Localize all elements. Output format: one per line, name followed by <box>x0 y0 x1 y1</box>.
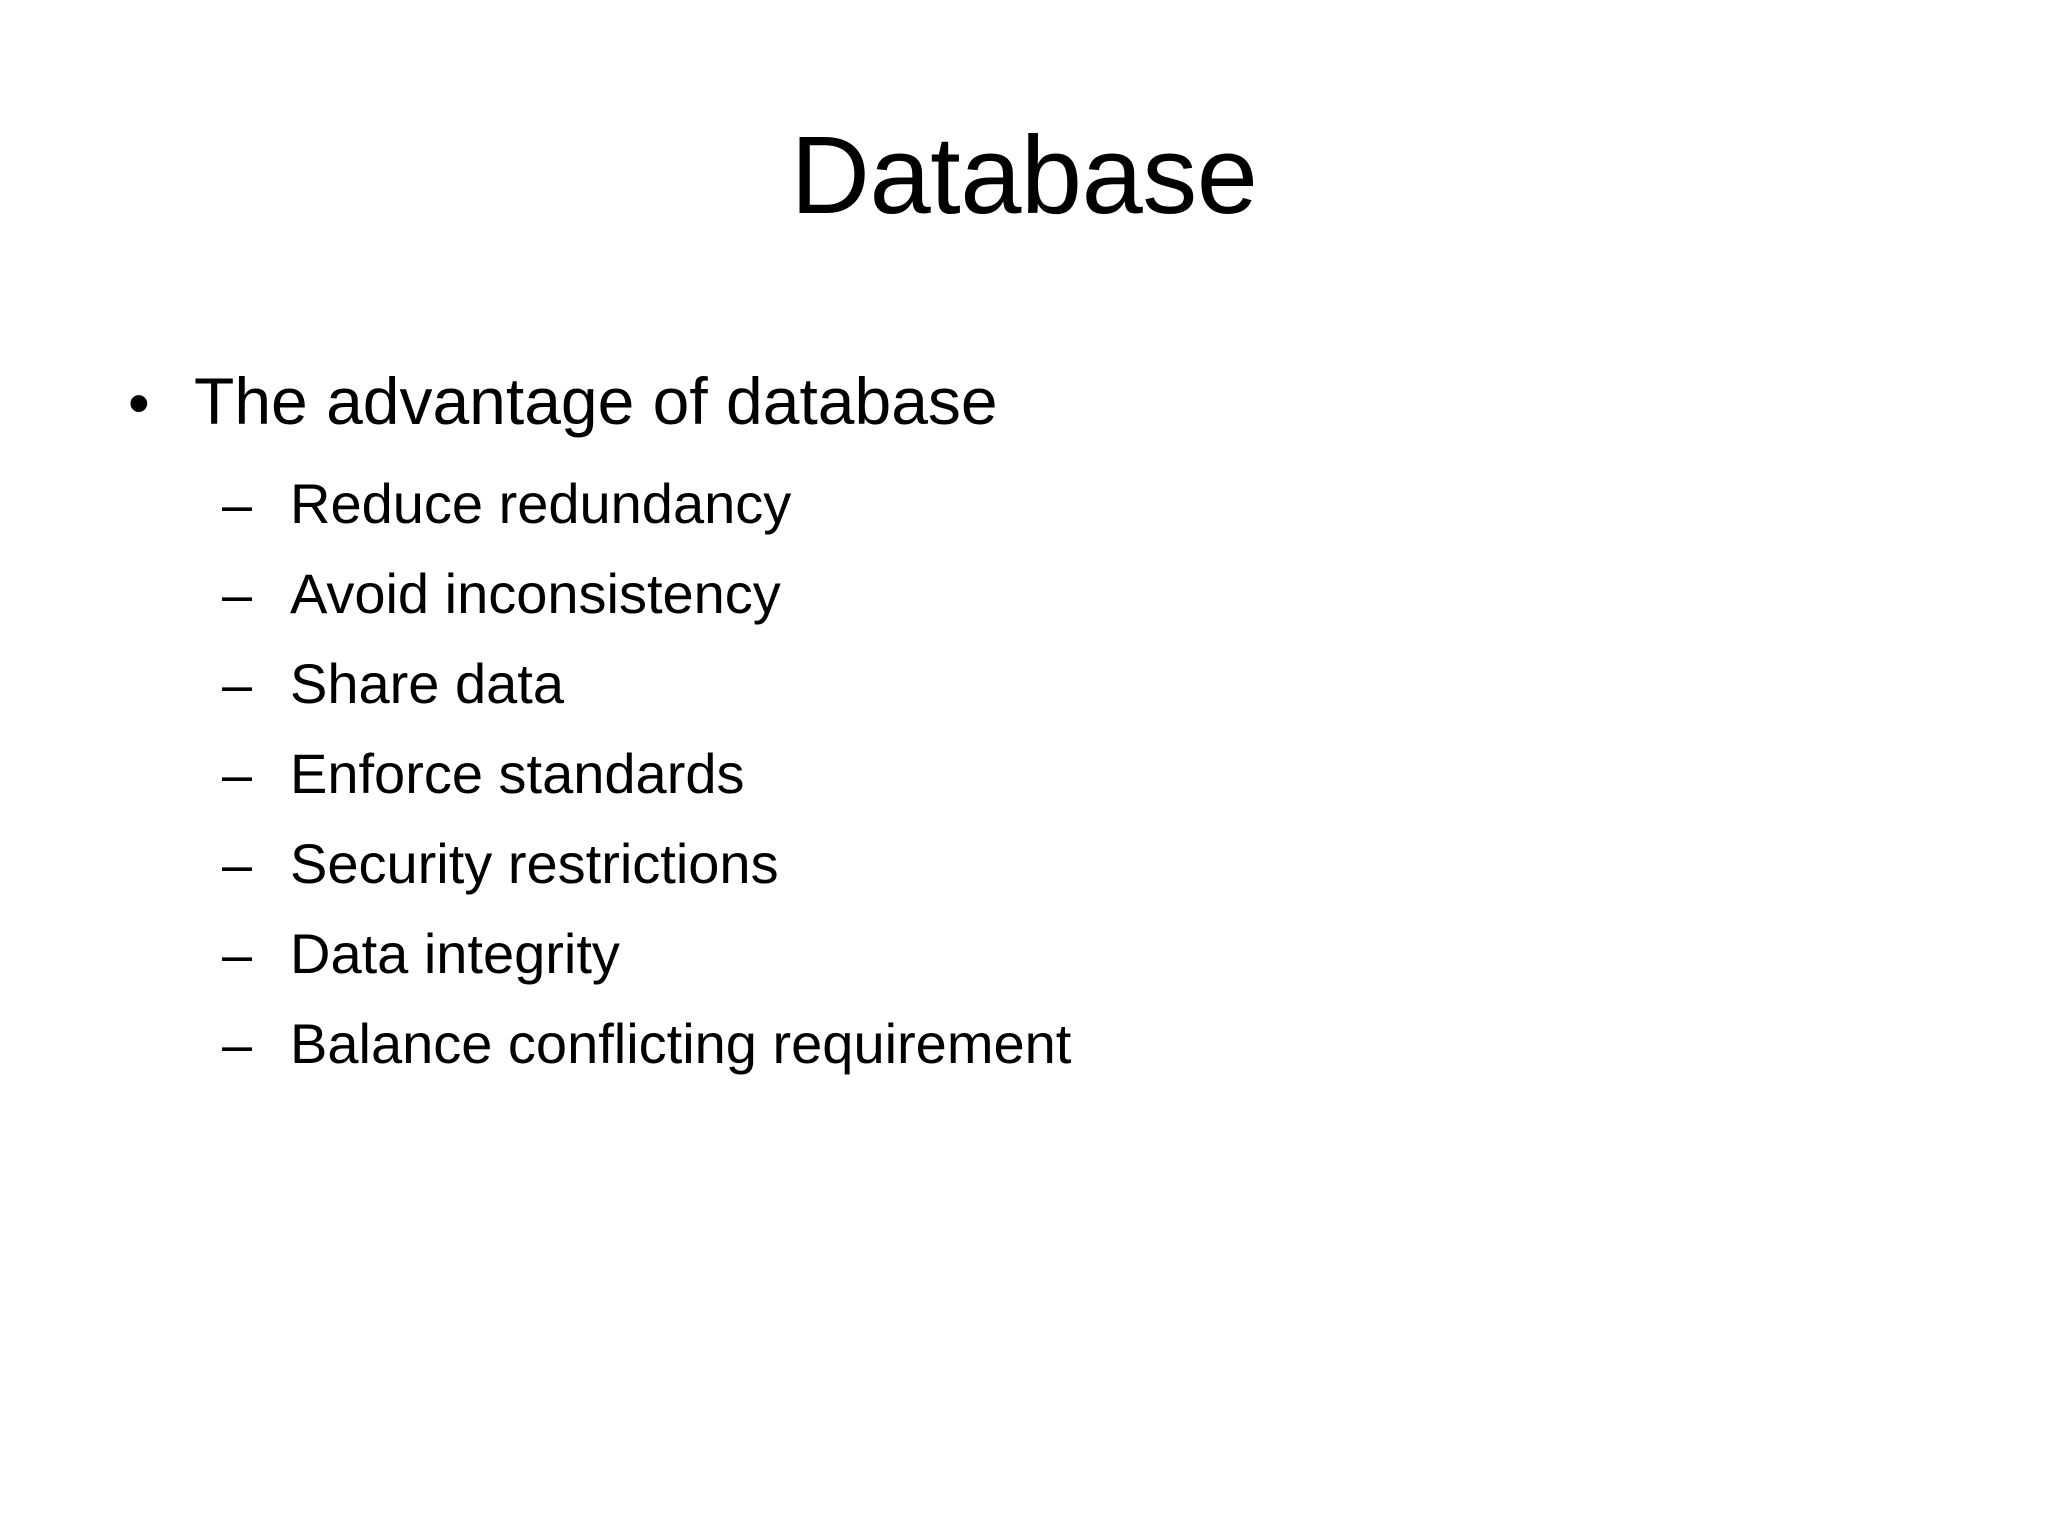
sub-bullet-label: Avoid inconsistency <box>290 562 781 625</box>
bullet-dot-icon: • <box>128 369 150 438</box>
sub-bullet-item-share-data: – Share data <box>0 656 2048 746</box>
bullet-item-level1: • The advantage of database <box>0 368 2048 470</box>
sub-bullet-item-reduce-redundancy: – Reduce redundancy <box>0 476 2048 566</box>
bullet-dash-icon: – <box>222 565 253 625</box>
sub-bullet-label: Security restrictions <box>290 832 779 895</box>
sub-bullet-label: Share data <box>290 652 564 715</box>
bullet-dash-icon: – <box>222 835 253 895</box>
bullet-item-level1-label: The advantage of database <box>194 364 998 438</box>
sub-bullet-item-data-integrity: – Data integrity <box>0 926 2048 1016</box>
sub-bullet-item-avoid-inconsistency: – Avoid inconsistency <box>0 566 2048 656</box>
bullet-dash-icon: – <box>222 475 253 535</box>
sub-bullet-item-enforce-standards: – Enforce standards <box>0 746 2048 836</box>
sub-bullet-item-balance-conflicting-requirement: – Balance conflicting requirement <box>0 1016 2048 1106</box>
bullet-dash-icon: – <box>222 745 253 805</box>
sub-bullet-label: Balance conflicting requirement <box>290 1012 1072 1075</box>
sub-bullet-label: Reduce redundancy <box>290 472 792 535</box>
sub-bullet-item-security-restrictions: – Security restrictions <box>0 836 2048 926</box>
bullet-dash-icon: – <box>222 655 253 715</box>
slide-body-content: • The advantage of database – Reduce red… <box>0 368 2048 1106</box>
sub-bullet-list: – Reduce redundancy – Avoid inconsistenc… <box>0 476 2048 1106</box>
bullet-dash-icon: – <box>222 1015 253 1075</box>
sub-bullet-label: Data integrity <box>290 922 620 985</box>
bullet-dash-icon: – <box>222 925 253 985</box>
slide-title: Database <box>790 114 1258 237</box>
sub-bullet-label: Enforce standards <box>290 742 745 805</box>
